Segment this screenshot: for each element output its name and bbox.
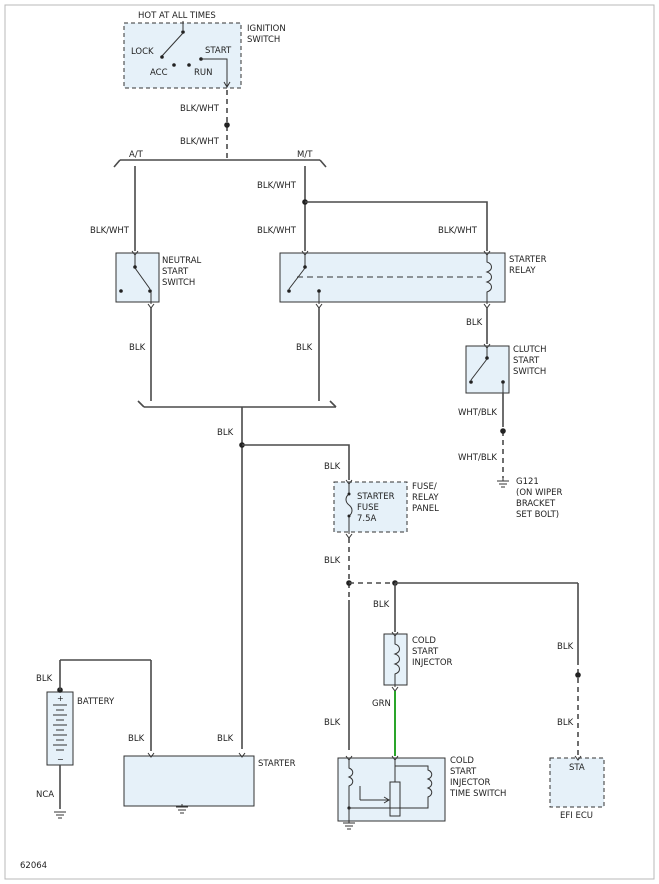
fuse-relay-panel-label: RELAY [412,493,439,503]
wire-label: BLK [324,462,341,472]
wire-label: BLK [373,600,390,610]
ignition-switch-label: IGNITION [247,24,286,34]
wire-label: BLK [296,343,313,353]
starter-label: STARTER [258,759,296,769]
starter-relay [279,250,506,309]
cold-start-injector-label: START [412,647,439,657]
starter-fuse-label: STARTER [357,492,395,502]
fuse-relay-panel-label: PANEL [412,504,439,514]
time-switch-label: INJECTOR [450,778,491,788]
ignition-switch [123,21,242,89]
neutral-start-switch-label: SWITCH [162,278,195,288]
wire-label: BLK [324,718,341,728]
ignition-switch-label: SWITCH [247,35,280,45]
ground-g121-label: G121 [516,477,539,487]
wire-label: BLK [557,642,574,652]
wire-label: BLK [557,718,574,728]
start-position-label: START [205,46,232,56]
wire-label: BLK/WHT [180,137,220,147]
starter-relay-label: STARTER [509,255,547,265]
cold-start-injector [383,631,408,692]
fuse-rating-label: 7.5A [357,514,377,524]
starter-motor [123,752,255,814]
clutch-start-switch-label: CLUTCH [513,345,547,355]
starter-relay-label: RELAY [509,266,536,276]
ground-g121-label: SET BOLT) [516,510,559,520]
lock-position-label: LOCK [131,47,154,57]
starter-signal-bus [137,308,350,749]
svg-text:+: + [57,694,64,703]
run-position-label: RUN [194,68,213,78]
wire-label: NCA [36,790,54,800]
wire-label: BLK/WHT [438,226,478,236]
diagram-id-label: 62064 [20,861,47,871]
sta-terminal-label: STA [569,763,585,773]
manual-label: M/T [297,150,313,160]
hot-at-all-times-label: HOT AT ALL TIMES [138,11,216,21]
fuse-output-wires [346,538,581,756]
svg-text:−: − [57,755,64,764]
neutral-start-switch [115,250,160,309]
wire-label: BLK [128,734,145,744]
ignition-feed-wire [113,90,488,251]
time-switch-label: TIME SWITCH [449,789,506,799]
time-switch-label: START [450,767,477,777]
wire-label: WHT/BLK [458,408,497,418]
neutral-start-switch-label: NEUTRAL [162,256,202,266]
automatic-label: A/T [129,150,144,160]
page-frame [4,4,655,880]
wire-label: BLK [217,428,234,438]
ground-g121-label: (ON WIPER [516,488,562,498]
battery: + − [46,659,152,819]
wire-label: BLK/WHT [257,226,297,236]
time-switch-label: COLD [450,756,474,766]
cold-start-injector-label: INJECTOR [412,658,453,668]
wire-label: BLK/WHT [180,104,220,114]
wire-label: GRN [372,699,391,709]
wire-label: BLK [217,734,234,744]
battery-label: BATTERY [77,697,115,707]
cold-start-injector-time-switch [337,755,446,830]
efi-ecu-label: EFI ECU [560,811,593,821]
starter-fuse [333,479,408,539]
ground-g121-label: BRACKET [516,499,556,509]
wire-label: BLK [36,674,53,684]
wire-label: WHT/BLK [458,453,497,463]
wire-label: BLK [129,343,146,353]
cold-start-injector-label: COLD [412,636,436,646]
clutch-start-switch-label: SWITCH [513,367,546,377]
fuse-relay-panel-label: FUSE/ [412,482,437,492]
neutral-start-switch-label: START [162,267,189,277]
wire-label: BLK/WHT [257,181,297,191]
ground-g121-wire [497,393,509,488]
wire-label: BLK [324,556,341,566]
starter-fuse-label: FUSE [357,503,379,513]
clutch-start-switch [465,343,510,394]
wire-label: BLK [466,318,483,328]
wire-label: BLK/WHT [90,226,130,236]
clutch-start-switch-label: START [513,356,540,366]
efi-ecu [549,755,605,808]
acc-position-label: ACC [150,68,168,78]
